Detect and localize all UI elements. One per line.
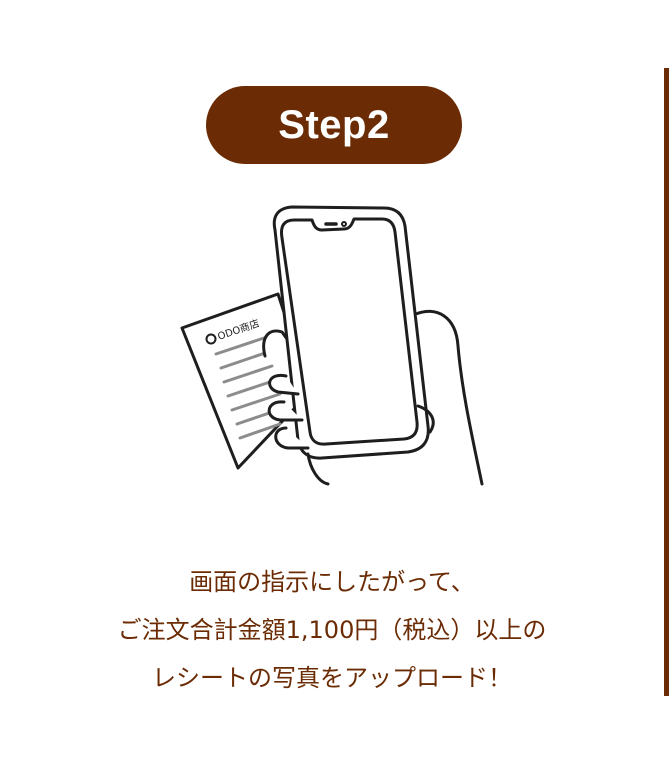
hand-holding-phone-with-receipt-icon: ODO商店 — [180, 205, 484, 486]
right-divider — [664, 68, 669, 696]
smartphone-icon — [272, 205, 430, 460]
caption-line-3: レシートの写真をアップロード！ — [152, 664, 512, 692]
caption-line-2: ご注文合計金額1,100円（税込）以上の — [117, 616, 547, 644]
step-badge-label: Step2 — [278, 102, 390, 147]
step-badge: Step2 — [206, 86, 462, 164]
caption-line-1: 画面の指示にしたがって、 — [189, 568, 475, 596]
instruction-caption: 画面の指示にしたがって、 ご注文合計金額1,100円（税込）以上の レシートの写… — [0, 558, 664, 702]
